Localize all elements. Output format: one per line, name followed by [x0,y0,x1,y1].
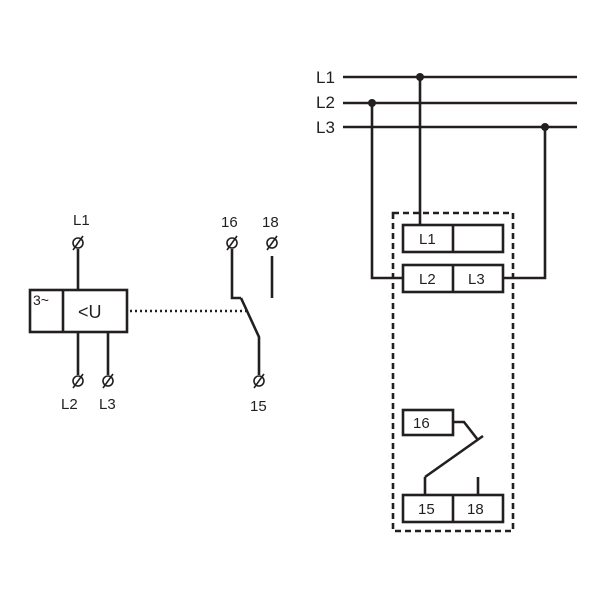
device-terminal-l3: L3 [468,271,485,288]
wire-l3 [503,127,547,280]
contact-link-16 [453,420,480,441]
terminal-screw-l2 [72,373,84,389]
terminal-label-l3: L3 [99,396,116,413]
terminal-label-l1: L1 [73,212,90,229]
phase-label: 3~ [33,292,49,308]
bus-label-l1: L1 [316,68,335,87]
device-terminal-16: 16 [413,415,430,432]
relay-symbol: L1 3~ <U L2 L3 16 18 [28,212,279,415]
terminal-screw-l3 [102,373,114,389]
contact-label-16: 16 [221,214,238,231]
function-label: <U [78,302,102,322]
terminal-screw-16 [226,235,238,251]
bus-label-l2: L2 [316,93,335,112]
device-terminal-l2: L2 [419,271,436,288]
bus-label-l3: L3 [316,118,335,137]
supply-network: L1 L2 L3 [316,68,577,280]
contact-label-15: 15 [250,398,267,415]
contact-15-blade [239,297,261,375]
wire-l2 [370,103,403,280]
device-outline [391,211,515,533]
terminal-screw-l1 [72,235,84,251]
contact-16-lead [230,249,241,300]
terminal-screw-15 [253,373,265,389]
terminal-screw-18 [266,235,278,251]
contact-label-18: 18 [262,214,279,231]
device-terminal-15: 15 [418,501,435,518]
terminal-label-l2: L2 [61,396,78,413]
device-terminal-l1: L1 [419,231,436,248]
device-terminal-18: 18 [467,501,484,518]
monitor-box [28,288,129,334]
device-housing: L1 L2 L3 16 15 18 [391,211,515,533]
contact-blade [424,434,484,479]
